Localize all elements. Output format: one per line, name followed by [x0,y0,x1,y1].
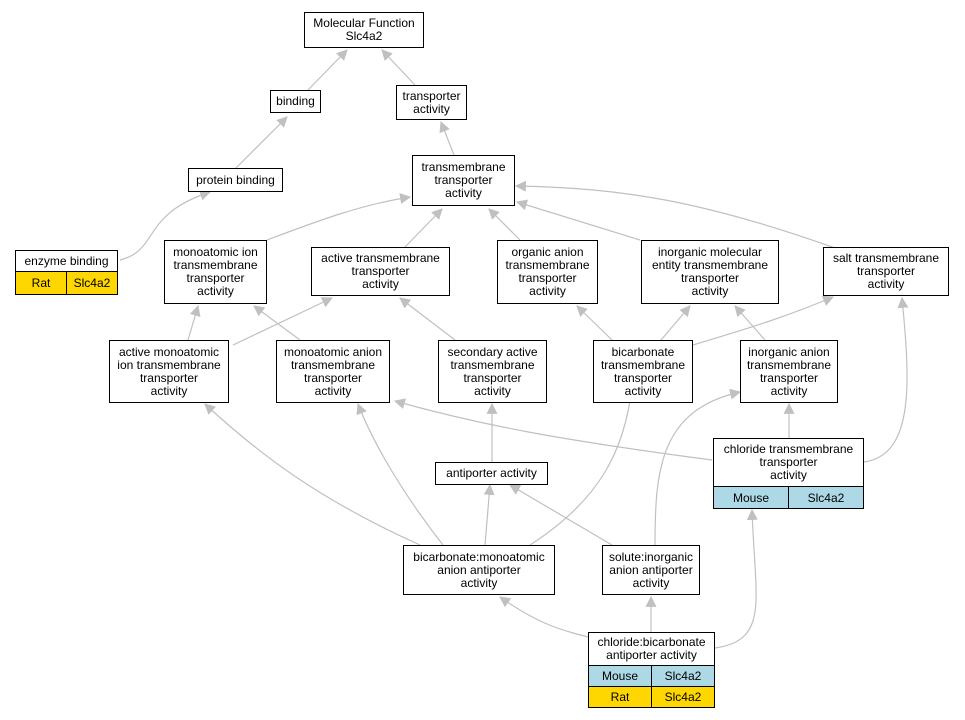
node-organic-anion-tm[interactable]: organic anion transmembrane transporter … [497,240,598,304]
node-label: binding [276,94,315,108]
node-active-tm[interactable]: active transmembrane transporter activit… [311,247,450,296]
node-solute-inorganic-anion-antiporter[interactable]: solute:inorganic anion antiporter activi… [602,545,700,595]
node-bicarbonate-monoatomic-anion-antiporter[interactable]: bicarbonate:monoatomic anion antiporter … [403,545,555,595]
node-transmembrane-transporter[interactable]: transmembrane transporter activity [412,155,515,206]
node-label: transmembrane transporter activity [421,160,506,200]
node-secondary-active-tm[interactable]: secondary active transmembrane transport… [438,340,547,403]
node-salt-tm[interactable]: salt transmembrane transporter activity [823,247,949,296]
species-cell: Rat [589,687,651,707]
node-label: active monoatomic ion transmembrane tran… [117,344,221,398]
gene-cell: Slc4a2 [788,487,863,508]
node-label: antiporter activity [446,466,537,480]
node-bicarbonate-tm[interactable]: bicarbonate transmembrane transporter ac… [593,340,693,403]
node-monoatomic-ion-tm[interactable]: monoatomic ion transmembrane transporter… [164,240,267,304]
species-cell: Rat [16,272,66,294]
species-cell: Mouse [714,487,788,508]
node-label: enzyme binding [24,253,109,268]
annotation-row: Mouse Slc4a2 [588,666,715,687]
node-inorganic-molecular-entity-tm[interactable]: inorganic molecular entity transmembrane… [641,240,779,304]
node-active-monoatomic-ion-tm[interactable]: active monoatomic ion transmembrane tran… [109,340,229,403]
node-label: chloride:bicarbonate antiporter activity [597,635,706,662]
node-label: bicarbonate:monoatomic anion antiporter … [413,549,545,590]
node-transporter-activity[interactable]: transporter activity [396,85,467,120]
node-label: protein binding [196,172,275,187]
node-label: chloride transmembrane transporter activ… [723,442,854,482]
node-label: active transmembrane transporter activit… [321,251,440,291]
annotation-row: Rat Slc4a2 [588,687,715,708]
node-chloride-tm[interactable]: chloride transmembrane transporter activ… [713,438,864,487]
gene-cell: Slc4a2 [651,666,714,686]
node-label: solute:inorganic anion antiporter activi… [608,549,694,590]
node-label: secondary active transmembrane transport… [447,344,538,398]
node-antiporter[interactable]: antiporter activity [435,462,548,485]
node-molecular-function[interactable]: Molecular Function Slc4a2 [304,12,424,48]
node-label: organic anion transmembrane transporter … [505,245,590,298]
node-inorganic-anion-tm[interactable]: inorganic anion transmembrane transporte… [740,340,838,403]
node-label: Molecular Function Slc4a2 [313,16,415,43]
gene-cell: Slc4a2 [651,687,714,707]
node-label: transporter activity [402,88,461,116]
node-label: inorganic anion transmembrane transporte… [746,344,832,398]
node-protein-binding[interactable]: protein binding [188,168,283,192]
node-enzyme-binding[interactable]: enzyme binding [15,250,118,272]
species-cell: Mouse [589,666,651,686]
node-chloride-bicarbonate-antiporter[interactable]: chloride:bicarbonate antiporter activity [588,632,715,666]
node-label: monoatomic anion transmembrane transport… [283,344,383,398]
node-label: salt transmembrane transporter activity [832,251,940,291]
gene-cell: Slc4a2 [66,272,117,294]
node-monoatomic-anion-tm[interactable]: monoatomic anion transmembrane transport… [276,340,390,403]
node-label: monoatomic ion transmembrane transporter… [173,245,258,298]
annotation-row: Rat Slc4a2 [15,272,118,295]
node-label: bicarbonate transmembrane transporter ac… [600,344,686,398]
annotation-row: Mouse Slc4a2 [713,487,864,509]
node-label: inorganic molecular entity transmembrane… [651,245,769,298]
node-binding[interactable]: binding [270,90,321,113]
